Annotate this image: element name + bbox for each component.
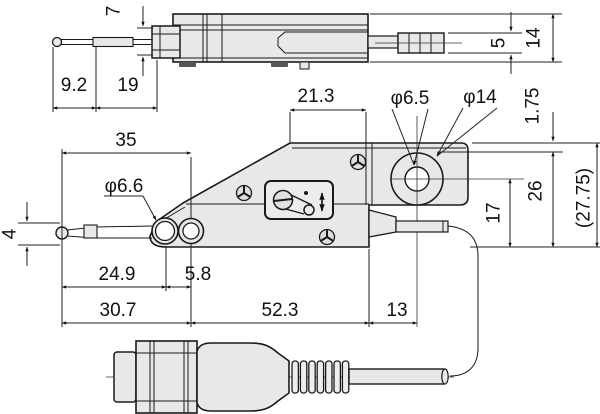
top-view-drawing: 7 9.2 19 5 14 — [51, 6, 562, 112]
dim-27-75-label: (27.75) — [574, 168, 595, 228]
lever-end — [303, 204, 315, 216]
dim-24-9-label: 24.9 — [99, 264, 136, 285]
strain-relief — [291, 360, 350, 394]
dim-1-75: 1.75 — [438, 88, 600, 153]
dim-17: 17 — [484, 178, 512, 248]
cable-outlet-cone — [368, 209, 397, 238]
dim-30-7-label: 30.7 — [100, 300, 137, 321]
callout-stem-dia: φ6.6 — [104, 176, 157, 221]
dim-9-2-label: 9.2 — [61, 75, 87, 96]
dim-17-label: 17 — [484, 202, 505, 223]
stylus-holder-top — [151, 25, 181, 59]
stylus-side — [66, 225, 153, 239]
dim-35: 35 — [61, 130, 192, 327]
cable-end-cap — [441, 368, 449, 385]
switch-panel — [264, 180, 334, 220]
dim-7: 7 — [104, 6, 153, 76]
dim-27-75: (27.75) — [470, 142, 600, 248]
dim-35-label: 35 — [115, 130, 136, 151]
contact-ball-top — [51, 36, 63, 48]
dim-14-label: 14 — [524, 27, 545, 49]
dim-14: 14 — [370, 13, 562, 63]
connector-plug-body — [196, 342, 290, 412]
cable-stub — [367, 35, 399, 49]
side-view-drawing: 35 21.3 φ6.6 φ6.5 φ14 1.7 — [0, 86, 600, 377]
dim-5-label: 5 — [489, 38, 510, 49]
cable-wire — [447, 225, 479, 377]
connector-tip — [113, 351, 137, 403]
dim-30-7-52-3-13: 30.7 52.3 13 — [61, 249, 418, 327]
probe-body-top — [172, 13, 369, 63]
dim-9-2-and-19: 9.2 19 — [52, 47, 158, 112]
dim-52-3-label: 52.3 — [262, 300, 299, 321]
dim-21-3: 21.3 — [289, 86, 367, 143]
mount-foot — [271, 62, 288, 67]
connector-cable — [348, 368, 445, 385]
callout-hole-dia: φ6.5 — [391, 88, 430, 166]
mount-foot — [179, 62, 196, 67]
dim-26-label: 26 — [526, 180, 547, 201]
dim-13-label: 13 — [386, 300, 407, 321]
indicator-dot — [304, 191, 308, 195]
screw-icon — [318, 228, 336, 246]
dim-7-label: 7 — [104, 6, 125, 17]
dim-21-3-label: 21.3 — [298, 86, 335, 107]
dim-5: 5 — [448, 12, 522, 74]
callout-boss-dia: φ14 — [436, 87, 498, 157]
dim-phi6-5-label: φ6.5 — [391, 88, 430, 109]
dim-26: 26 — [526, 151, 555, 248]
connector-drawing — [106, 340, 454, 414]
dim-phi14-label: φ14 — [463, 87, 497, 108]
dim-24-9-and-5-8: 24.9 5.8 — [61, 246, 211, 291]
dim-4: 4 — [0, 202, 60, 266]
dim-phi6-6-label: φ6.6 — [105, 176, 144, 197]
dim-4-label: 4 — [0, 228, 21, 239]
screw-icon — [235, 184, 253, 202]
dim-5-8-label: 5.8 — [185, 264, 211, 285]
dim-1-75-label: 1.75 — [523, 88, 544, 125]
cable-outlet — [395, 220, 449, 233]
screw-icon — [349, 153, 367, 171]
bottom-tab — [299, 61, 310, 70]
dim-19-label: 19 — [117, 75, 138, 96]
